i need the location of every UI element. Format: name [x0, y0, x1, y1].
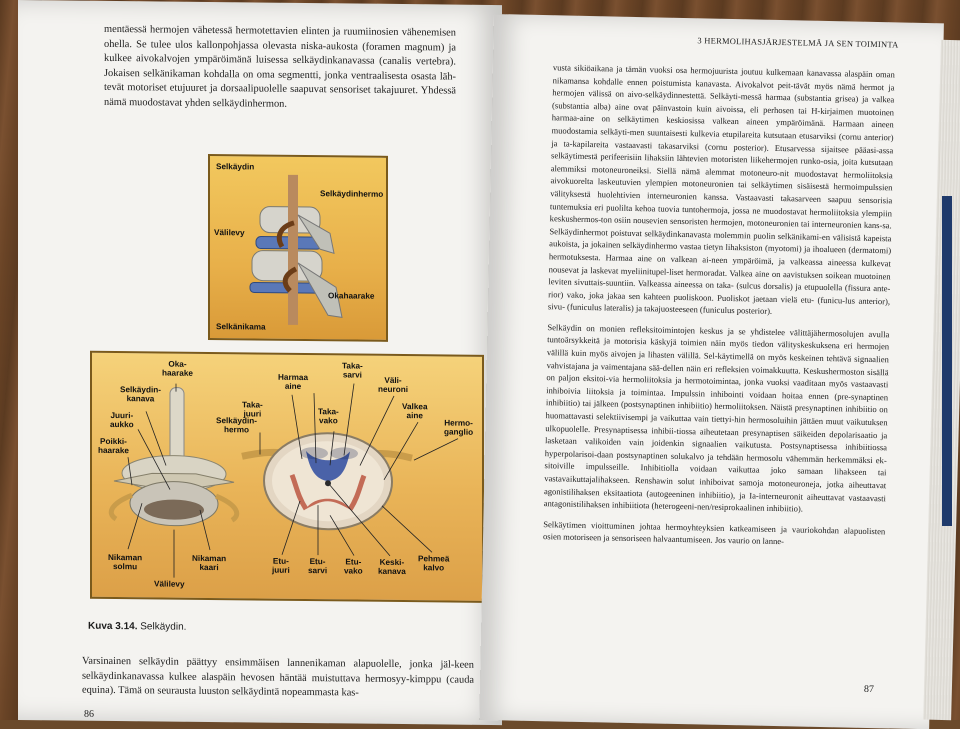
- label-etusarvi: Etu- sarvi: [308, 557, 328, 576]
- right-paragraph-2: Selkäydin on monien refleksitoimintojen …: [543, 322, 890, 514]
- figure-caption: Kuva 3.14. Selkäydin.: [88, 621, 186, 633]
- label-selkaydinkanava: Selkäydin- kanava: [120, 385, 161, 404]
- label-pehmea-kalvo: Pehmeä kalvo: [418, 554, 450, 573]
- caption-text: Selkäydin.: [140, 621, 187, 633]
- left-body-top: mentäessä hermojen vähetessä hermotettav…: [104, 23, 456, 120]
- label-etuvako: Etu- vako: [344, 557, 363, 576]
- left-paragraph-1: mentäessä hermojen vähetessä hermotettav…: [104, 23, 456, 110]
- right-body: vusta sikiöaikana ja tämän vuoksi osa he…: [543, 61, 895, 556]
- figure-cross-section: Oka- haarake Selkäydin- kanava Juuri- au…: [90, 350, 484, 603]
- label-nikaman-solmu: Nikaman solmu: [108, 552, 143, 572]
- label-etujuuri: Etu- juuri: [272, 556, 290, 575]
- right-paragraph-1: vusta sikiöaikana ja tämän vuoksi osa he…: [547, 62, 895, 317]
- label-valkea-aine: Valkea aine: [402, 402, 428, 421]
- label-okahaarake-2: Oka- haarake: [162, 359, 193, 378]
- running-header: 3 HERMOLIHASJÄRJESTELMÄ JA SEN TOIMINTA: [697, 36, 899, 50]
- label-nikaman-kaari: Nikaman kaari: [192, 553, 227, 573]
- label-selkanikama: Selkänikama: [216, 322, 266, 332]
- figure-spine-segment: Selkäydin Selkäydinhermo Välilevy Okahaa…: [208, 153, 388, 342]
- label-keskikanava: Keski- kanava: [378, 557, 406, 577]
- label-selkaydin: Selkäydin: [216, 162, 255, 172]
- label-selkaydinhermo: Selkäydinhermo: [320, 189, 384, 199]
- cross-section-illustration: [108, 383, 459, 578]
- label-takavako: Taka- vako: [318, 407, 339, 426]
- label-juuriaukko: Juuri- aukko: [110, 410, 134, 430]
- left-body-bottom: Varsinainen selkäydin päättyy ensimmäise…: [82, 655, 474, 709]
- right-page: 3 HERMOLIHASJÄRJESTELMÄ JA SEN TOIMINTA …: [479, 14, 944, 729]
- label-valineuroni: Väli- neuroni: [378, 375, 409, 395]
- label-harmaa-aine: Harmaa aine: [278, 372, 309, 391]
- label-valilevy-2: Välilevy: [154, 579, 185, 589]
- page-number-left: 86: [84, 708, 94, 720]
- margin-tab-marker: [942, 196, 952, 526]
- caption-label: Kuva 3.14.: [88, 620, 138, 633]
- label-valilevy: Välilevy: [214, 228, 245, 238]
- label-hermoganglio: Hermo- ganglio: [444, 418, 474, 437]
- label-poikkihaarake: Poikki- haarake: [98, 436, 129, 456]
- label-takasarvi: Taka- sarvi: [342, 361, 363, 380]
- page-number-right: 87: [863, 683, 875, 696]
- label-okahaarake: Okahaarake: [328, 291, 375, 301]
- right-paragraph-3: Selkäytimen vioittuminen johtaa hermoyht…: [542, 518, 886, 547]
- left-page: mentäessä hermojen vähetessä hermotettav…: [18, 0, 502, 726]
- label-selkaydinhermo-2: Selkäydin- hermo: [216, 416, 257, 435]
- spine-segment-illustration: [249, 174, 343, 325]
- left-paragraph-2: Varsinainen selkäydin päättyy ensimmäise…: [82, 655, 474, 699]
